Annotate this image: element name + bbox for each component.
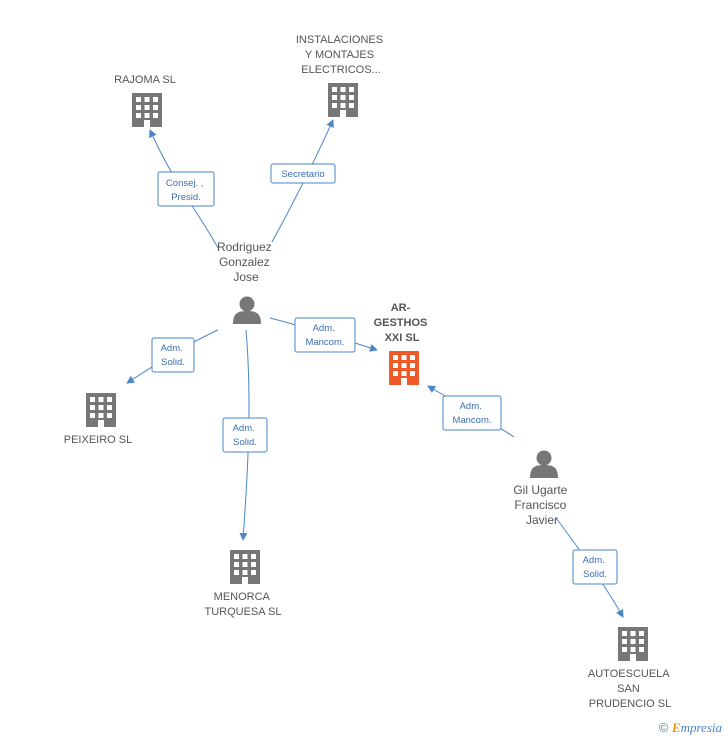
copyright-symbol: © (658, 720, 669, 735)
edge-label-adm-solid: Adm. Solid. (583, 555, 608, 580)
edge-rodriguez-menorca: Adm. Solid. (222, 329, 268, 541)
building-icon (389, 351, 419, 385)
company-node-menorca[interactable]: MENORCA TURQUESA SL (204, 550, 282, 618)
edge-label-box (442, 395, 502, 431)
building-icon (328, 83, 358, 117)
edge-label-consej-presid: Consej. , Presid. (166, 178, 206, 203)
company-label: INSTALACIONES Y MONTAJES ELECTRICOS... (296, 34, 386, 76)
building-icon (86, 393, 116, 427)
company-label: MENORCA TURQUESA SL (204, 591, 281, 618)
edge-label-box (270, 163, 336, 184)
brand-logo-text: mpresia (680, 720, 722, 735)
brand-logo-initial: E (671, 720, 681, 735)
person-icon (530, 450, 558, 478)
edge-label-box (572, 549, 618, 585)
edge-label-box (157, 171, 215, 207)
building-icon (230, 550, 260, 584)
edge-label-adm-mancom: Adm. Mancom. (305, 323, 344, 348)
company-label: AR- GESTHOS XXI SL (374, 302, 431, 344)
person-label: Gil Ugarte Francisco Javier (513, 483, 570, 527)
edge-label-adm-solid: Adm. Solid. (233, 423, 258, 448)
company-node-instalaciones[interactable]: INSTALACIONES Y MONTAJES ELECTRICOS... (296, 34, 386, 117)
edge-rodriguez-peixeiro: Adm. Solid. (126, 329, 219, 384)
person-icon (233, 296, 261, 324)
building-icon (618, 627, 648, 661)
person-node-rodriguez[interactable]: Rodriguez Gonzalez Jose (217, 240, 275, 324)
building-icon (132, 93, 162, 127)
company-node-peixeiro[interactable]: PEIXEIRO SL (64, 393, 132, 446)
person-label: Rodriguez Gonzalez Jose (217, 240, 275, 284)
edge-rodriguez-instalaciones: Secretario (270, 119, 336, 243)
company-label: AUTOESCUELA SAN PRUDENCIO SL (588, 668, 672, 710)
company-label: PEIXEIRO SL (64, 434, 132, 446)
edge-label-secretario: Secretario (281, 169, 324, 180)
person-node-gil[interactable]: Gil Ugarte Francisco Javier (513, 450, 570, 528)
edge-rodriguez-argesthos: Adm. Mancom. (269, 317, 378, 353)
edge-label-adm-mancom: Adm. Mancom. (452, 401, 491, 426)
company-node-rajoma[interactable]: RAJOMA SL (114, 74, 176, 127)
edge-label-box (151, 337, 195, 373)
company-node-argesthos[interactable]: AR- GESTHOS XXI SL (374, 302, 431, 385)
footer-brand: © Empresia (659, 720, 722, 736)
edge-rodriguez-rajoma: Consej. , Presid. (149, 129, 219, 249)
edge-label-box (294, 317, 356, 353)
edge-gil-autoescuela: Adm. Solid. (555, 517, 624, 618)
edge-gil-argesthos: Adm. Mancom. (427, 385, 515, 438)
company-node-autoescuela[interactable]: AUTOESCUELA SAN PRUDENCIO SL (588, 627, 672, 710)
edge-label-adm-solid: Adm. Solid. (161, 343, 186, 368)
company-label: RAJOMA SL (114, 74, 176, 86)
edge-label-box (222, 417, 268, 453)
